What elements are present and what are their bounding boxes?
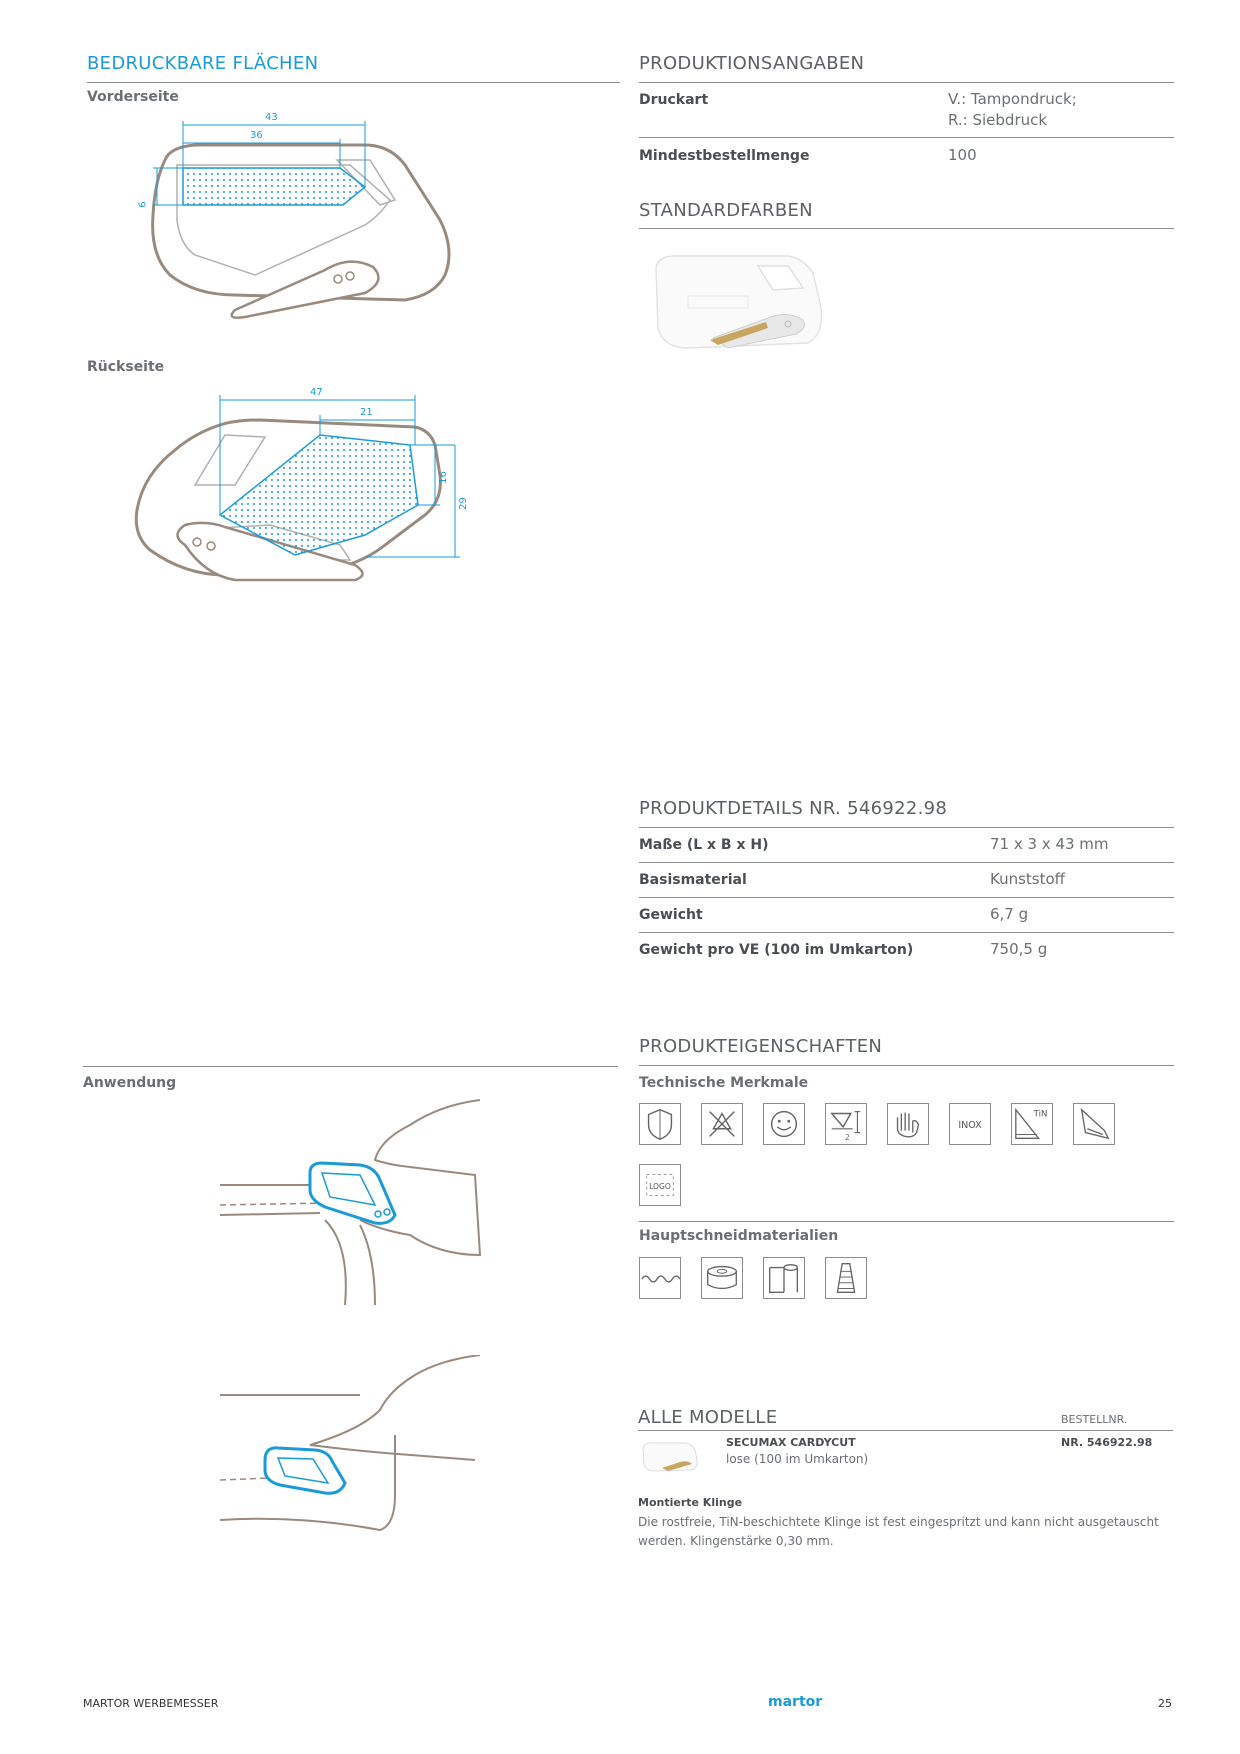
page-number: 25 [1158, 1697, 1172, 1710]
min-order-label: Mindestbestellmenge [639, 148, 810, 164]
foil-icon [639, 1257, 681, 1299]
divider [639, 137, 1174, 138]
divider [638, 1430, 1173, 1431]
all-models-title: ALLE MODELLE [638, 1407, 778, 1428]
printable-areas-title: BEDRUCKBARE FLÄCHEN [87, 53, 319, 74]
standard-colors-title: STANDARDFARBEN [639, 200, 813, 221]
divider [639, 827, 1174, 828]
back-side-label: Rückseite [87, 359, 165, 375]
dim-16: 16 [437, 471, 449, 484]
detail-value-weight-pack: 750,5 g [990, 940, 1048, 958]
svg-text:INOX: INOX [958, 1120, 982, 1131]
front-side-label: Vorderseite [87, 89, 179, 105]
print-type-label: Druckart [639, 92, 709, 108]
usage-illustration-2 [219, 1355, 481, 1532]
yarn-cone-icon [825, 1257, 867, 1299]
dim-9: 9 [135, 201, 147, 208]
martor-logo: martor [768, 1694, 823, 1710]
cutting-materials-label: Hauptschneidmaterialien [639, 1228, 839, 1244]
shield-icon [639, 1103, 681, 1145]
front-side-drawing [151, 121, 451, 319]
divider [639, 82, 1174, 83]
white-product-swatch [655, 255, 823, 349]
print-type-value-1: V.: Tampondruck; [948, 90, 1077, 108]
divider [639, 1221, 1174, 1222]
divider [639, 862, 1174, 863]
logo-print-icon: LOGO [639, 1164, 681, 1206]
divider [639, 228, 1174, 229]
model-name: SECUMAX CARDYCUT [726, 1436, 856, 1449]
print-type-value-2: R.: Siebdruck [948, 111, 1048, 129]
detail-value-material: Kunststoff [990, 870, 1066, 888]
detail-value-weight: 6,7 g [990, 905, 1029, 923]
detail-value-dimensions: 71 x 3 x 43 mm [990, 835, 1109, 853]
divider [83, 1066, 618, 1067]
product-properties-title: PRODUKTEIGENSCHAFTEN [639, 1036, 883, 1057]
dim-47: 47 [310, 387, 323, 398]
no-recycle-icon [701, 1103, 743, 1145]
dim-43: 43 [265, 112, 278, 123]
svg-text:TiN: TiN [1033, 1109, 1048, 1119]
model-number: NR. 546922.98 [1061, 1436, 1153, 1449]
inox-icon: INOX [949, 1103, 991, 1145]
footer-left-text: MARTOR WERBEMESSER [83, 1697, 219, 1710]
detail-label-weight-pack: Gewicht pro VE (100 im Umkarton) [639, 942, 914, 958]
usage-label: Anwendung [83, 1075, 177, 1091]
svg-text:2: 2 [845, 1133, 850, 1142]
blade-replace-icon [1073, 1103, 1115, 1145]
paper-roll-icon [763, 1257, 805, 1299]
svg-text:LOGO: LOGO [649, 1182, 671, 1191]
smiley-icon [763, 1103, 805, 1145]
tape-roll-icon [701, 1257, 743, 1299]
technical-features-label: Technische Merkmale [639, 1075, 809, 1091]
divider [639, 932, 1174, 933]
blade-title: Montierte Klinge [638, 1496, 743, 1509]
order-number-header: BESTELLNR. [1061, 1413, 1128, 1426]
blade-text-line-1: Die rostfreie, TiN-beschichtete Klinge i… [638, 1515, 1159, 1529]
tin-coating-icon: TiN [1011, 1103, 1053, 1145]
divider [87, 82, 620, 83]
blade-depth-icon: 2 [825, 1103, 867, 1145]
model-thumbnail [642, 1442, 698, 1472]
product-details-title: PRODUKTDETAILS NR. 546922.98 [639, 798, 948, 819]
min-order-value: 100 [948, 146, 977, 164]
detail-label-material: Basismaterial [639, 872, 747, 888]
dim-21: 21 [360, 407, 373, 418]
detail-label-weight: Gewicht [639, 907, 703, 923]
usage-illustration-1 [219, 1099, 482, 1305]
back-side-drawing [134, 395, 460, 582]
production-title: PRODUKTIONSANGABEN [639, 53, 865, 74]
dim-36: 36 [250, 130, 263, 141]
divider [639, 897, 1174, 898]
detail-label-dimensions: Maße (L x B x H) [639, 837, 769, 853]
divider [639, 1065, 1174, 1066]
model-description: lose (100 im Umkarton) [726, 1452, 869, 1466]
dim-29: 29 [457, 497, 469, 510]
glove-hand-icon [887, 1103, 929, 1145]
blade-text-line-2: werden. Klingenstärke 0,30 mm. [638, 1534, 834, 1548]
